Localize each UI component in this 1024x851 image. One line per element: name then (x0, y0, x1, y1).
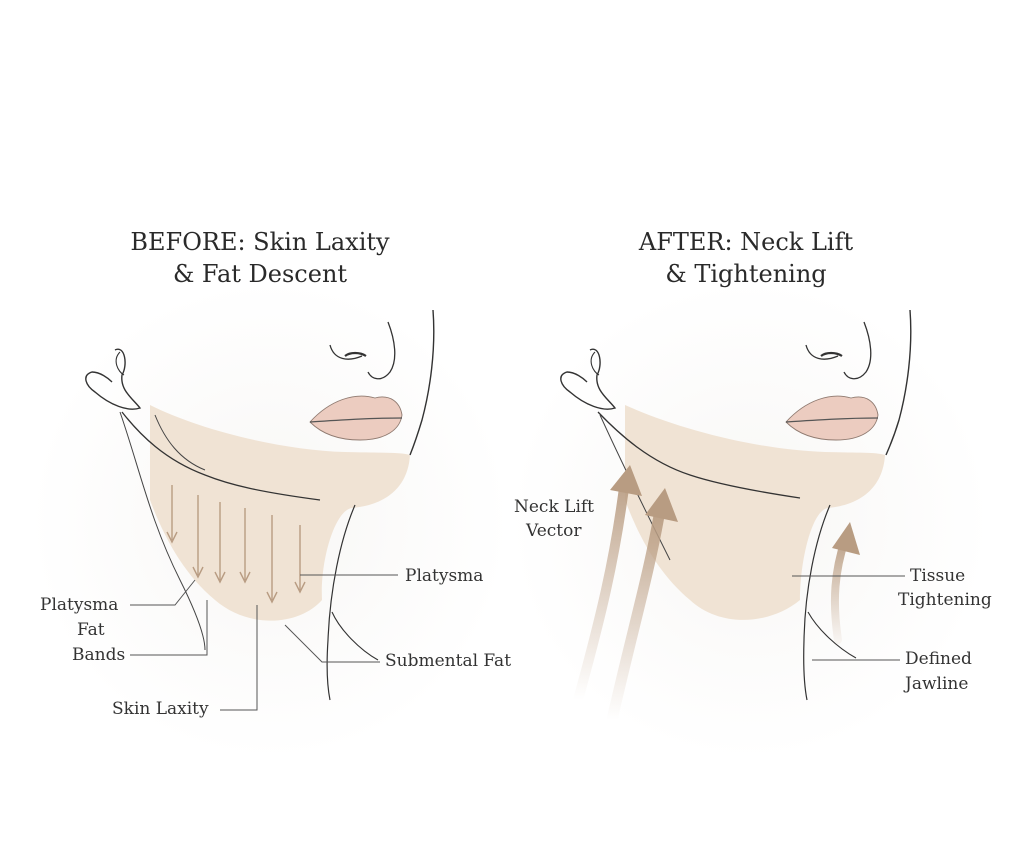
after-title-line1: AFTER: Neck Lift (638, 228, 854, 256)
before-leader-lines (130, 574, 398, 711)
label-defined-jawline-1: Defined (905, 649, 972, 669)
after-title: AFTER: Neck Lift & Tightening (596, 226, 896, 290)
label-tissue-tightening-2: Tightening (898, 590, 992, 610)
after-face-profile (885, 309, 912, 456)
before-jaw-contour (121, 411, 321, 501)
label-neck-lift-vector-1: Neck Lift (514, 497, 595, 517)
after-nose (843, 321, 872, 380)
label-skin-laxity: Skin Laxity (112, 699, 209, 719)
after-skin-fill (625, 405, 885, 620)
before-title-line1: BEFORE: Skin Laxity (130, 228, 390, 256)
before-title: BEFORE: Skin Laxity & Fat Descent (110, 226, 410, 290)
label-platysma-fat-bands-3: Bands (72, 645, 126, 665)
after-panel (510, 280, 990, 760)
label-platysma: Platysma (405, 566, 484, 586)
label-platysma-fat-bands-2: Fat (77, 620, 105, 640)
after-jaw-contour (597, 411, 801, 499)
label-submental-fat: Submental Fat (385, 651, 512, 671)
label-tissue-tightening-1: Tissue (910, 566, 966, 586)
after-lift-arrows (573, 465, 860, 726)
before-face-profile (409, 309, 435, 456)
before-skin-fill (150, 405, 410, 621)
before-nose (367, 321, 396, 380)
before-lips (309, 395, 403, 441)
before-descent-arrows (166, 485, 306, 604)
before-title-line2: & Fat Descent (172, 260, 348, 288)
label-defined-jawline-2: Jawline (905, 674, 969, 694)
before-panel (30, 280, 510, 760)
after-lips (785, 395, 879, 441)
label-neck-lift-vector-2: Vector (526, 521, 582, 541)
after-ear (560, 348, 617, 410)
label-platysma-fat-bands-1: Platysma (40, 595, 119, 615)
after-leader-lines (792, 575, 905, 661)
after-title-line2: & Tightening (665, 260, 827, 288)
before-ear (85, 348, 142, 410)
